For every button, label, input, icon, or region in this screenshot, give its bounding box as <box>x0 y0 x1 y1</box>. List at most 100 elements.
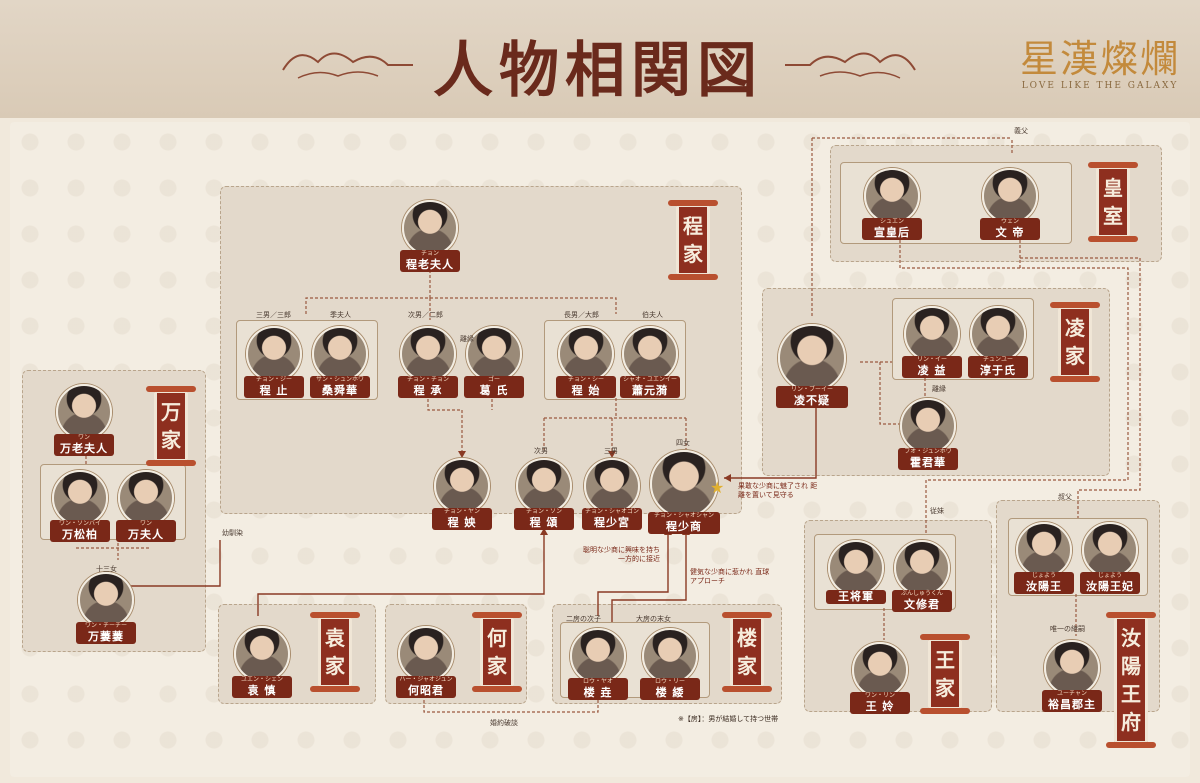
character-yuan-shen: ユエン・シェン袁 慎 <box>232 626 292 698</box>
character-cheng-yang: チョン・ヤン程 姎 <box>432 458 492 530</box>
nameplate: じょよう汝陽王 <box>1014 572 1074 594</box>
nameplate: ワン万老夫人 <box>54 434 114 456</box>
family-label-wan: 万家 <box>146 386 196 466</box>
character-ge-shi: ゴー葛 氏 <box>464 326 524 398</box>
kana: シャオ・ユエンイー <box>622 376 677 383</box>
character-wang-ling: ワン・リン王 姈 <box>850 642 910 714</box>
portrait <box>118 470 174 526</box>
kana: ワン・リン <box>864 692 895 699</box>
character-name: 程 姎 <box>447 516 477 529</box>
portrait <box>434 458 490 514</box>
nameplate: リン・ブーイー凌不疑 <box>776 386 848 408</box>
role-label: 三男 <box>604 447 618 455</box>
character-name: 霍君華 <box>910 456 946 469</box>
logo-subtitle: LOVE LIKE THE GALAXY <box>1021 81 1179 91</box>
family-label-imperial: 皇室 <box>1088 162 1138 242</box>
character-ruyang-wangfei: じょよう汝陽王妃 <box>1080 522 1140 594</box>
character-name: 葛 氏 <box>479 384 509 397</box>
nameplate: シャオ・ユエンイー蕭元漪 <box>620 376 680 398</box>
character-xiao-yuanyi: シャオ・ユエンイー蕭元漪 <box>620 326 680 398</box>
nameplate: ワン・リン王 姈 <box>850 692 910 714</box>
character-name: 宣皇后 <box>874 226 910 239</box>
character-ruyang-wang: じょよう汝陽王 <box>1014 522 1074 594</box>
nameplate: チョン・チョン程 承 <box>398 376 458 398</box>
logo-title: 星漢燦爛 <box>1020 37 1181 81</box>
relation-note-yuan: 聡明な少商に興味を持ち 一方的に接近 <box>583 546 660 563</box>
character-name: 裕昌郡主 <box>1048 698 1096 711</box>
portrait <box>234 626 290 682</box>
kana: リン・ブーイー <box>790 386 833 393</box>
portrait <box>864 168 920 224</box>
kana: フオ・ジュンホワ <box>904 448 952 455</box>
nameplate: ぶんしゅうくん文修君 <box>892 590 952 612</box>
portrait <box>52 470 108 526</box>
kana: チョン <box>420 250 439 257</box>
family-label-yuan: 袁家 <box>310 612 360 692</box>
role-label: 従妹 <box>930 507 944 515</box>
character-cheng-shaoshang: チョン・シャオシャン程少商 <box>648 450 720 534</box>
footnote: ※【房】：男が結婚して持つ世帯 <box>678 715 779 723</box>
character-cheng-zhi: チョン・ジー程 止 <box>244 326 304 398</box>
character-name: 凌不疑 <box>794 394 830 407</box>
portrait <box>852 642 908 698</box>
nameplate: リン・イー凌 益 <box>902 356 962 378</box>
portrait <box>828 540 884 596</box>
character-name: 程老夫人 <box>406 258 454 271</box>
role-label: 二房の次子 <box>566 615 601 623</box>
portrait <box>246 326 302 382</box>
portrait <box>900 398 956 454</box>
nameplate: ユエン・シェン袁 慎 <box>232 676 292 698</box>
portrait <box>894 540 950 596</box>
portrait <box>398 626 454 682</box>
portrait <box>56 384 112 440</box>
character-cheng-cheng: チョン・チョン程 承 <box>398 326 458 398</box>
nameplate: 王将軍 <box>826 590 886 604</box>
kana: リン・イー <box>916 356 947 363</box>
role-label: 離縁 <box>932 385 946 393</box>
portrait <box>516 458 572 514</box>
kana: チョン・ジー <box>255 376 292 383</box>
character-name: 蕭元漪 <box>632 384 668 397</box>
family-label-cheng: 程家 <box>668 200 718 280</box>
role-label: 次男／二郎 <box>408 311 443 319</box>
kana: ユエン・シェン <box>240 676 283 683</box>
character-name: 程 承 <box>413 384 443 397</box>
character-name: 程 止 <box>259 384 289 397</box>
character-wan-laofuren: ワン万老夫人 <box>54 384 114 456</box>
portrait <box>1082 522 1138 578</box>
character-name: 楼 緌 <box>655 686 685 699</box>
kana: チョン・ソン <box>525 508 562 515</box>
character-cheng-shaogong: チョン・シャオゴン程少宮 <box>582 458 642 530</box>
character-name: 桑舜華 <box>322 384 358 397</box>
kana: ユーチャン <box>1057 690 1087 697</box>
character-name: 汝陽王 <box>1026 580 1062 593</box>
nameplate: ロウ・ヤオ楼 垚 <box>568 678 628 700</box>
nameplate: ワン・チーチー万萋萋 <box>76 622 136 644</box>
role-label: 季夫人 <box>330 311 351 319</box>
kana: ワン <box>139 520 152 527</box>
nameplate: ゴー葛 氏 <box>464 376 524 398</box>
kana: チョン・シャオシャン <box>653 512 714 519</box>
nameplate: チョン・シャオゴン程少宮 <box>582 508 642 530</box>
kana: ワン <box>77 434 90 441</box>
portrait <box>584 458 640 514</box>
character-cheng-shi: チョン・シー程 始 <box>556 326 616 398</box>
page-title: 人物相関図 <box>433 36 763 106</box>
family-label-lou: 楼家 <box>722 612 772 692</box>
portrait <box>400 326 456 382</box>
kana: ワン・ソンバイ <box>58 520 101 527</box>
character-name: 何昭君 <box>408 684 444 697</box>
character-cheng-laofuren: チョン程老夫人 <box>400 200 460 272</box>
role-label: 長男／大郎 <box>564 311 599 319</box>
kana: ロウ・ヤオ <box>582 678 613 685</box>
character-name: 万萋萋 <box>88 630 124 643</box>
character-name: 王将軍 <box>838 590 874 603</box>
kana: チョン・ヤン <box>443 508 480 515</box>
character-wan-furen: ワン万夫人 <box>116 470 176 542</box>
character-name: 王 姈 <box>865 700 895 713</box>
portrait <box>642 628 698 684</box>
role-label: 次男 <box>534 447 548 455</box>
role-label: 十三女 <box>96 565 117 573</box>
drama-logo: 星漢燦爛 LOVE LIKE THE GALAXY <box>1020 28 1180 91</box>
character-name: 程少宮 <box>594 516 630 529</box>
